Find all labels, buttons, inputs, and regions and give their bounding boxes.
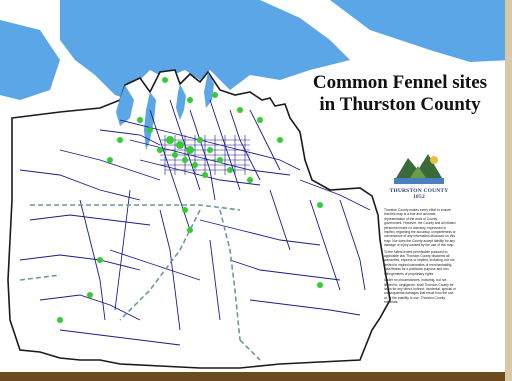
logo-text: THURSTON COUNTY 1852: [386, 188, 452, 200]
inlet: [176, 84, 186, 120]
logo-name: THURSTON COUNTY: [389, 188, 449, 194]
frame-strip: [0, 372, 512, 381]
title-line-2: in Thurston County: [319, 94, 481, 115]
fennel-sites: [57, 77, 323, 323]
disclaimer-paragraph: Under no circumstances, including, but n…: [384, 278, 456, 305]
county-logo-graphic: [394, 154, 444, 184]
disclaimer-paragraph: Thurston County makes every effort to en…: [384, 208, 456, 248]
inlet: [116, 85, 134, 126]
disclaimer-paragraph: To the fullest extent permissible pursua…: [384, 249, 455, 276]
county-logo-icon: [388, 148, 450, 204]
urban-area: [160, 135, 250, 175]
disclaimer-text: Thurston County makes every effort to en…: [384, 208, 456, 318]
map-title: Common Fennel sites in Thurston County: [300, 72, 500, 116]
logo-sub: 1852: [413, 194, 425, 200]
water-body: [330, 0, 512, 62]
title-line-1: Common Fennel sites: [312, 72, 488, 93]
inlet: [204, 72, 214, 108]
water-body: [60, 0, 350, 100]
inlet: [144, 92, 156, 150]
water-body: [0, 20, 60, 100]
county-land: [7, 69, 391, 369]
frame-strip: [505, 0, 512, 381]
boundary-lines: [19, 204, 261, 361]
